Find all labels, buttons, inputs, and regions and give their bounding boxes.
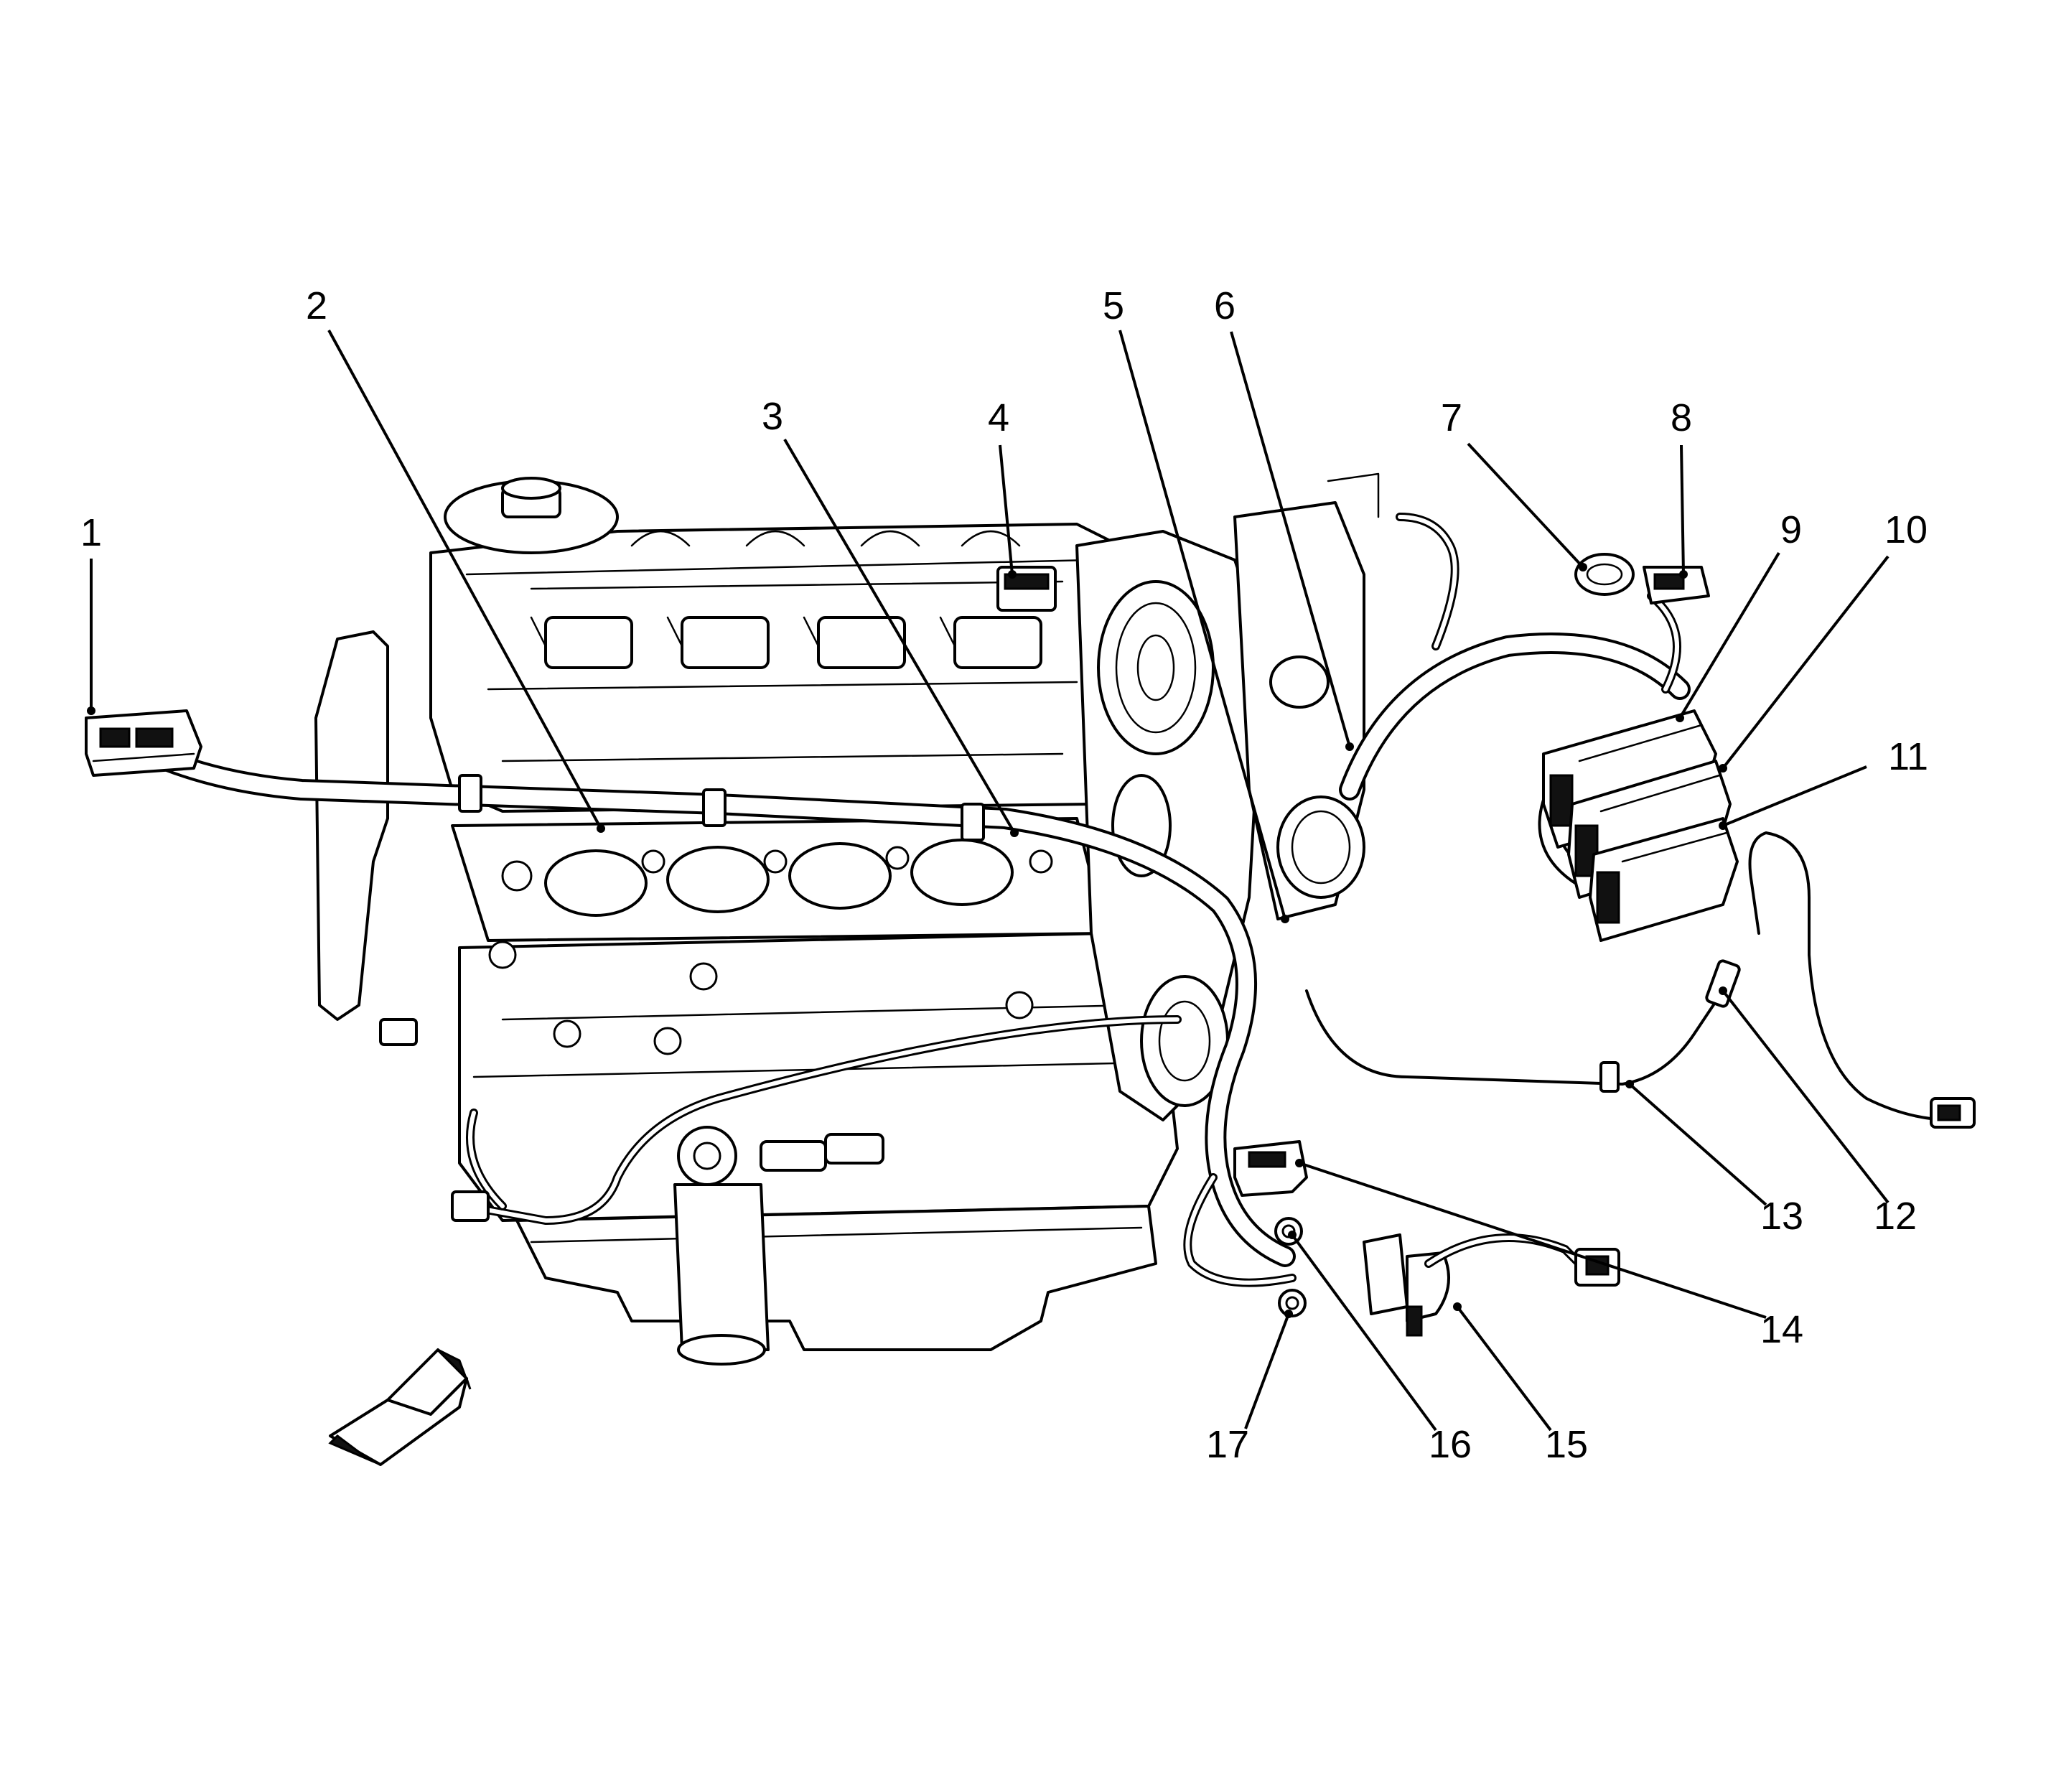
callout-8-target-dot [1679,570,1688,579]
front-direction-arrow-icon [328,1348,472,1466]
callout-15-leader [1456,1305,1552,1432]
callout-1-target-dot [87,706,95,715]
engine-wiring-harness [140,513,1954,1287]
callout-8-leader [1680,444,1685,575]
callout-4-leader [999,444,1014,575]
callout-9-label: 9 [1780,508,1802,551]
callout-11-label: 11 [1888,735,1928,778]
callout-4-target-dot [1008,570,1017,579]
connector-12 [1930,1097,1976,1129]
connector-15 [1363,1233,1620,1337]
callout-2-target-dot [597,824,605,833]
callout-10-leader [1722,555,1889,770]
callout-17-leader [1244,1313,1290,1429]
callout-17-label: 17 [1206,1423,1249,1466]
callout-12-leader [1722,989,1889,1204]
engine-side-cover [314,630,389,1021]
callout-17-target-dot [1284,1310,1293,1318]
ignition-coils [530,580,1064,669]
cam-cover-ribs [630,530,1021,547]
callout-12-target-dot [1719,986,1727,995]
callout-16-label: 16 [1429,1423,1472,1466]
connector-8 [1643,566,1710,605]
callout-16-target-dot [1288,1231,1297,1239]
callout-2-label: 2 [306,284,327,327]
callout-13-leader [1628,1083,1767,1206]
thermostat-housing [1233,472,1380,920]
oil-filler-cap [444,477,619,554]
callout-10-target-dot [1719,764,1727,773]
callout-6-target-dot [1345,742,1354,751]
callout-11-leader [1722,765,1867,827]
callout-3-target-dot [1010,829,1019,837]
callout-7-leader [1467,442,1584,569]
callout-8-label: 8 [1671,396,1692,439]
oil-filter [673,1126,770,1366]
callout-15-label: 15 [1545,1423,1588,1466]
harness-connectors [85,553,1976,1337]
callout-6-leader [1230,331,1351,747]
connector-14 [1233,1140,1308,1197]
callout-12-label: 12 [1874,1195,1917,1238]
callout-7-label: 7 [1441,396,1462,439]
callout-9-target-dot [1676,714,1684,722]
connector-7 [1574,553,1635,596]
callout-14-label: 14 [1760,1308,1803,1351]
cylinder-head [451,817,1107,942]
oil-pan [515,1205,1157,1351]
ground-eyelet-17 [1278,1289,1307,1317]
callout-5-leader [1118,330,1286,920]
callout-11-target-dot [1719,821,1727,830]
connector-1 [85,709,202,777]
callout-3-label: 3 [762,395,783,438]
callout-13-target-dot [1625,1080,1634,1088]
callout-14-target-dot [1295,1159,1304,1167]
callout-13-label: 13 [1760,1195,1803,1238]
engine-block [458,932,1179,1222]
callout-7-target-dot [1579,563,1587,571]
callout-3-leader [783,438,1016,834]
callout-15-target-dot [1453,1302,1462,1311]
callout-16-leader [1291,1233,1437,1432]
coil-harness-connector [996,566,1057,612]
connector-11 [1589,817,1739,942]
callout-4-label: 4 [988,396,1009,439]
callout-2-leader [327,330,602,829]
callout-14-leader [1299,1162,1767,1319]
callout-9-leader [1678,551,1780,719]
callout-5-target-dot [1281,915,1289,923]
connector-13 [1705,959,1741,1008]
callout-6-label: 6 [1214,284,1235,327]
callout-10-label: 10 [1884,508,1928,551]
callout-1-label: 1 [80,511,102,554]
callout-5-label: 5 [1103,284,1124,327]
